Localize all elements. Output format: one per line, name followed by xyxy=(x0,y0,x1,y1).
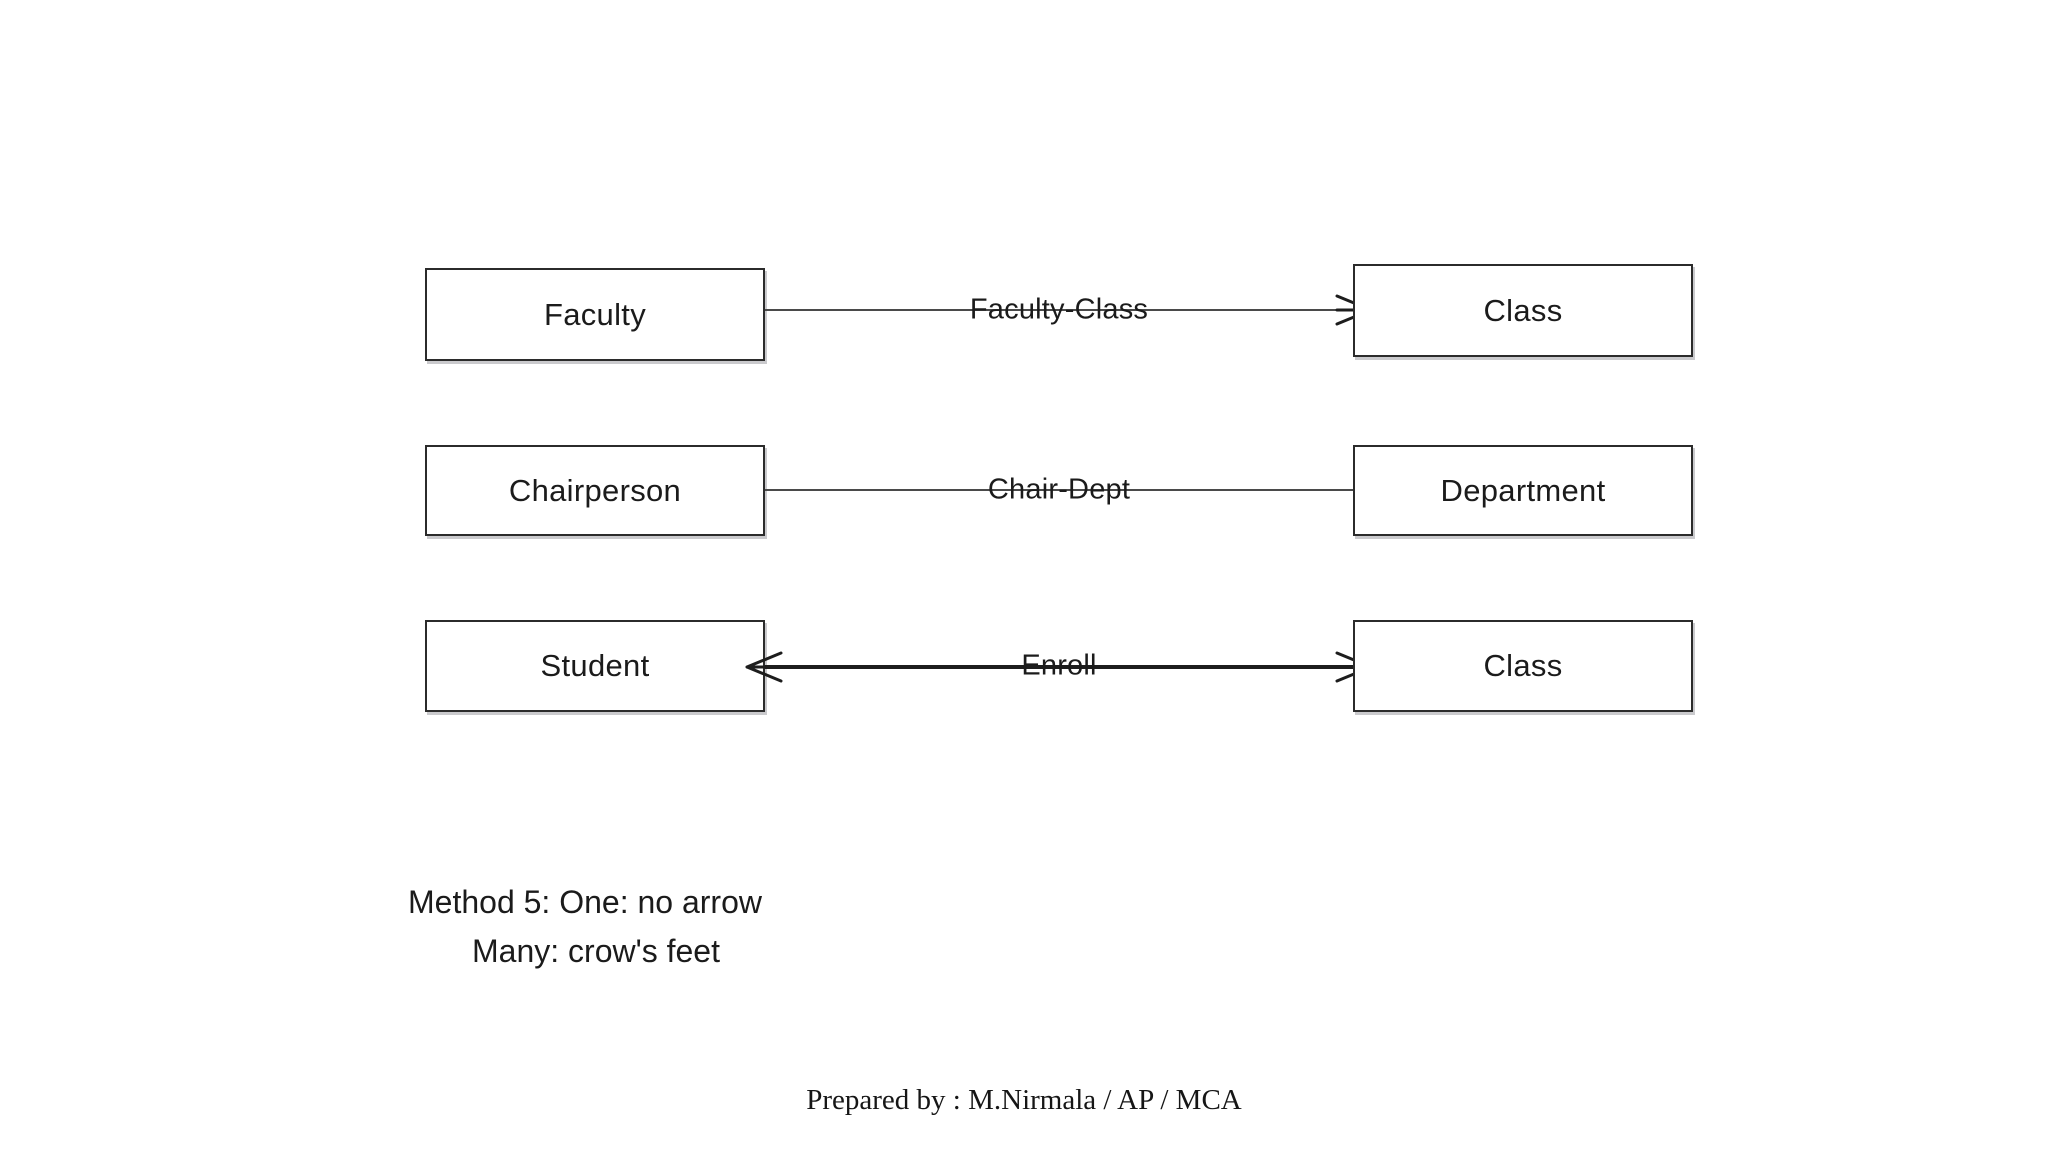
connector-line-enroll xyxy=(765,665,1353,669)
caption-line-one: Method 5: One: no arrow xyxy=(408,884,762,920)
connector-line-faculty-class xyxy=(765,309,1353,311)
caption-line-many: Many: crow's feet xyxy=(472,932,720,969)
entity-label: Class xyxy=(1483,648,1563,683)
relationship-label-enroll: Enroll xyxy=(1021,649,1097,682)
footer-prepared-by: Prepared by : M.Nirmala / AP / MCA xyxy=(806,1084,1242,1116)
entity-label: Chairperson xyxy=(508,472,682,508)
entity-box-department[interactable]: Department xyxy=(1353,445,1693,536)
caption-block: Method 5: One: no arrow Many: crow's fee… xyxy=(408,878,762,975)
entity-box-faculty[interactable]: Faculty xyxy=(425,268,765,361)
entity-box-chairperson[interactable]: Chairperson xyxy=(425,445,765,536)
entity-label: Student xyxy=(540,648,650,683)
entity-label: Faculty xyxy=(543,296,647,332)
entity-label: Department xyxy=(1440,472,1606,508)
entity-box-class-2[interactable]: Class xyxy=(1353,620,1693,712)
relationship-label-chair-dept: Chair-Dept xyxy=(987,473,1131,506)
relationship-label-faculty-class: Faculty-Class xyxy=(969,293,1149,326)
entity-box-class-1[interactable]: Class xyxy=(1353,264,1693,357)
connector-line-chair-dept xyxy=(765,489,1353,491)
entity-box-student[interactable]: Student xyxy=(425,620,765,712)
entity-label: Class xyxy=(1483,292,1563,328)
